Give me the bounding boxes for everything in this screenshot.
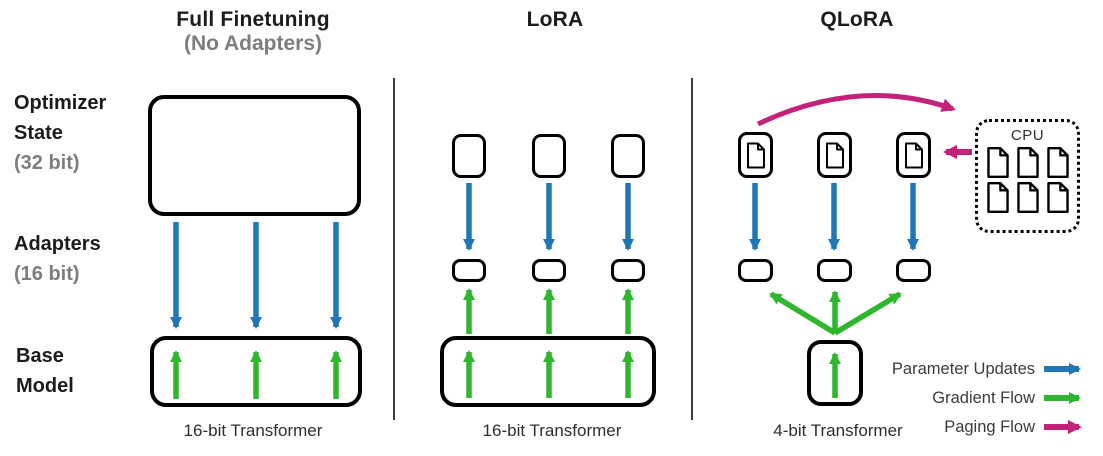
qlora-caption: 4-bit Transformer xyxy=(773,421,903,440)
qlora-title: QLoRA xyxy=(820,8,894,31)
page-icon xyxy=(1046,182,1069,213)
base-model-line2: Model xyxy=(16,375,74,397)
cpu-label: CPU xyxy=(1010,127,1045,144)
full-finetuning-subtitle: (No Adapters) xyxy=(183,32,323,55)
optimizer-state-line1: Optimizer xyxy=(14,92,107,114)
qlora-paging-flow-arrows xyxy=(756,93,972,159)
qlora-optimizer-box-1 xyxy=(738,132,773,178)
cpu-page-grid xyxy=(986,147,1070,213)
qlora-parameter-update-arrows xyxy=(749,183,919,251)
full-finetuning-caption: 16-bit Transformer xyxy=(183,421,323,440)
page-icon xyxy=(1016,182,1039,213)
base-model-line1: Base xyxy=(16,345,64,367)
qlora-optimizer-page-3 xyxy=(896,132,931,178)
divider-right xyxy=(691,78,693,420)
qlora-adapter-box-1 xyxy=(738,259,773,282)
qlora-base-model-box xyxy=(807,340,863,406)
page-icon xyxy=(1016,147,1039,178)
lora-gradient-arrows-to-adapters xyxy=(463,288,634,334)
page-icon xyxy=(986,182,1009,213)
page-icon xyxy=(825,142,844,168)
lora-adapter-box-3 xyxy=(611,259,645,282)
full-finetuning-optimizer-state-box xyxy=(148,95,361,216)
full-finetuning-parameter-update-arrows xyxy=(170,222,342,329)
legend-arrow-icons xyxy=(1044,363,1082,434)
divider-left xyxy=(393,78,395,420)
lora-adapter-box-2 xyxy=(532,259,566,282)
row-label-base-model: Base Model xyxy=(16,341,74,401)
qlora-adapter-box-3 xyxy=(896,259,931,282)
qlora-optimizer-page-2 xyxy=(817,132,852,178)
legend-gradient-flow: Gradient Flow xyxy=(932,389,1035,407)
page-icon xyxy=(746,142,765,168)
lora-parameter-update-arrows xyxy=(463,183,634,251)
optimizer-state-bits: (32 bit) xyxy=(14,152,80,174)
adapters-bits: (16 bit) xyxy=(14,263,80,285)
lora-adapter-box-1 xyxy=(452,259,486,282)
row-label-optimizer-state: Optimizer State (32 bit) xyxy=(14,88,106,178)
full-finetuning-base-model-box xyxy=(150,336,362,407)
qlora-adapter-box-2 xyxy=(817,259,852,282)
lora-base-model-box xyxy=(440,336,656,407)
qlora-gradient-fan-arrows xyxy=(769,290,902,336)
panel-full-finetuning-header: Full Finetuning (No Adapters) xyxy=(128,8,378,56)
cpu-box: CPU xyxy=(975,119,1080,233)
lora-caption: 16-bit Transformer xyxy=(482,421,622,440)
legend-paging-flow: Paging Flow xyxy=(944,418,1035,436)
page-icon xyxy=(1046,147,1069,178)
adapters-line1: Adapters xyxy=(14,233,101,255)
row-label-adapters: Adapters (16 bit) xyxy=(14,229,101,289)
lora-title: LoRA xyxy=(526,8,584,31)
full-finetuning-title: Full Finetuning xyxy=(176,8,330,31)
legend-parameter-updates: Parameter Updates xyxy=(891,360,1035,378)
lora-optimizer-box-1 xyxy=(452,134,486,178)
lora-optimizer-box-2 xyxy=(532,134,566,178)
qlora-optimizer-page-1 xyxy=(738,132,773,178)
page-icon xyxy=(904,142,923,168)
lora-optimizer-box-3 xyxy=(611,134,645,178)
optimizer-state-line2: State xyxy=(14,122,63,144)
page-icon xyxy=(986,147,1009,178)
